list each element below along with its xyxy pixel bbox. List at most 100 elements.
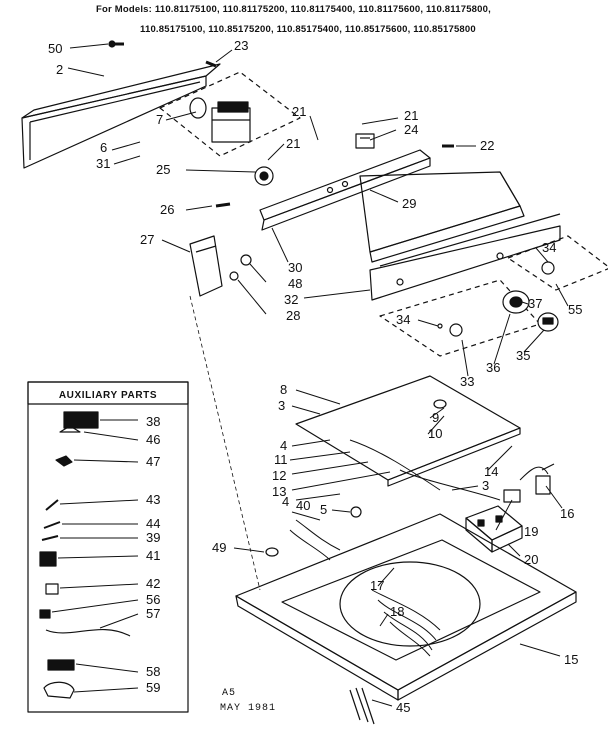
console-panel [359, 171, 561, 267]
callout-5: 5 [320, 502, 327, 517]
nut-48 [240, 254, 252, 266]
screw-50 [108, 40, 124, 48]
callout-21-a: 21 [292, 104, 306, 119]
callout-26: 26 [160, 202, 174, 217]
knob-35 [537, 312, 559, 332]
callout-46: 46 [146, 432, 160, 447]
washer-top-15 [235, 513, 577, 701]
callout-12: 12 [272, 468, 286, 483]
switch-24 [355, 133, 375, 149]
callout-4-b: 4 [282, 494, 289, 509]
aux-part-38 [63, 411, 99, 429]
callout-55: 55 [568, 302, 582, 317]
callout-4-a: 4 [280, 438, 287, 453]
callout-42: 42 [146, 576, 160, 591]
callout-14: 14 [484, 464, 498, 479]
wire-harness [289, 439, 549, 561]
auxiliary-parts-title: AUXILIARY PARTS [59, 390, 157, 401]
aux-part-56 [39, 609, 51, 619]
callout-37: 37 [528, 296, 542, 311]
callout-34-b: 34 [396, 312, 410, 327]
timer-knob-25 [254, 166, 274, 186]
door-switch-16 [535, 463, 555, 495]
callout-58: 58 [146, 664, 160, 679]
callout-25: 25 [156, 162, 170, 177]
callout-47: 47 [146, 454, 160, 469]
callout-6: 6 [100, 140, 107, 155]
washer [437, 323, 443, 329]
selector-knob-36 [502, 290, 530, 314]
top-cover-panel [21, 63, 221, 169]
aux-part-43 [45, 499, 59, 511]
callout-59: 59 [146, 680, 160, 695]
callout-8: 8 [280, 382, 287, 397]
aux-part-47 [55, 455, 73, 467]
callout-40: 40 [296, 498, 310, 513]
callout-28: 28 [286, 308, 300, 323]
timer-motor-assembly [159, 71, 301, 157]
callout-2: 2 [56, 62, 63, 77]
screw-28 [229, 271, 239, 281]
bumper-49 [265, 547, 279, 557]
knob-group-55 [507, 235, 608, 291]
footer-date: MAY 1981 [220, 703, 277, 714]
callout-3-a: 3 [278, 398, 285, 413]
callout-50: 50 [48, 41, 62, 56]
callout-35: 35 [516, 348, 530, 363]
callout-45: 45 [396, 700, 410, 715]
callout-22: 22 [480, 138, 494, 153]
grommet-5 [350, 506, 362, 518]
callout-17: 17 [370, 578, 384, 593]
terminal-block-20 [465, 505, 523, 553]
aux-part-58 [47, 659, 75, 671]
callout-39: 39 [146, 530, 160, 545]
callout-29: 29 [402, 196, 416, 211]
callout-27: 27 [140, 232, 154, 247]
callout-16: 16 [560, 506, 574, 521]
aux-part-44 [43, 521, 61, 529]
callout-13: 13 [272, 484, 286, 499]
timer-motor [189, 97, 251, 143]
switch-rail [259, 149, 431, 231]
leader-line [189, 295, 261, 591]
screw-23 [205, 60, 217, 68]
callout-56: 56 [146, 592, 160, 607]
callout-36: 36 [486, 360, 500, 375]
knob-34-lower [449, 323, 463, 337]
end-cap-27 [189, 235, 223, 297]
screw-26 [215, 202, 231, 208]
callout-30: 30 [288, 260, 302, 275]
callout-31: 31 [96, 156, 110, 171]
callout-18: 18 [390, 604, 404, 619]
footer-code: A5 [222, 688, 237, 699]
aux-part-42 [45, 583, 59, 595]
callout-38: 38 [146, 414, 160, 429]
callout-3-b: 3 [482, 478, 489, 493]
power-cord-45 [349, 687, 375, 725]
callout-43: 43 [146, 492, 160, 507]
wire-bundle-17-18 [371, 589, 441, 657]
aux-part-57 [45, 628, 131, 637]
callout-10: 10 [428, 426, 442, 441]
callout-57: 57 [146, 606, 160, 621]
callout-7: 7 [156, 112, 163, 127]
aux-part-59 [43, 681, 75, 699]
aux-part-46 [59, 425, 81, 433]
callout-34-a: 34 [542, 240, 556, 255]
callout-23: 23 [234, 38, 248, 53]
models-header-line2: 110.85175100, 110.85175200, 110.85175400… [140, 24, 476, 35]
aux-part-39 [41, 535, 59, 541]
callout-labels: 50 2 23 7 21 21 24 22 6 31 21 25 29 26 2… [48, 38, 582, 715]
models-header-line1: For Models: 110.81175100, 110.81175200, … [96, 4, 491, 15]
top-shelf-8 [295, 375, 521, 487]
leader-lines [51, 43, 569, 707]
knob-34-upper [541, 261, 555, 275]
callout-32: 32 [284, 292, 298, 307]
callout-21-b: 21 [404, 108, 418, 123]
callout-9: 9 [432, 410, 439, 425]
callout-11: 11 [274, 452, 288, 467]
callout-15: 15 [564, 652, 578, 667]
callout-33: 33 [460, 374, 474, 389]
auxiliary-parts-box [27, 381, 189, 713]
